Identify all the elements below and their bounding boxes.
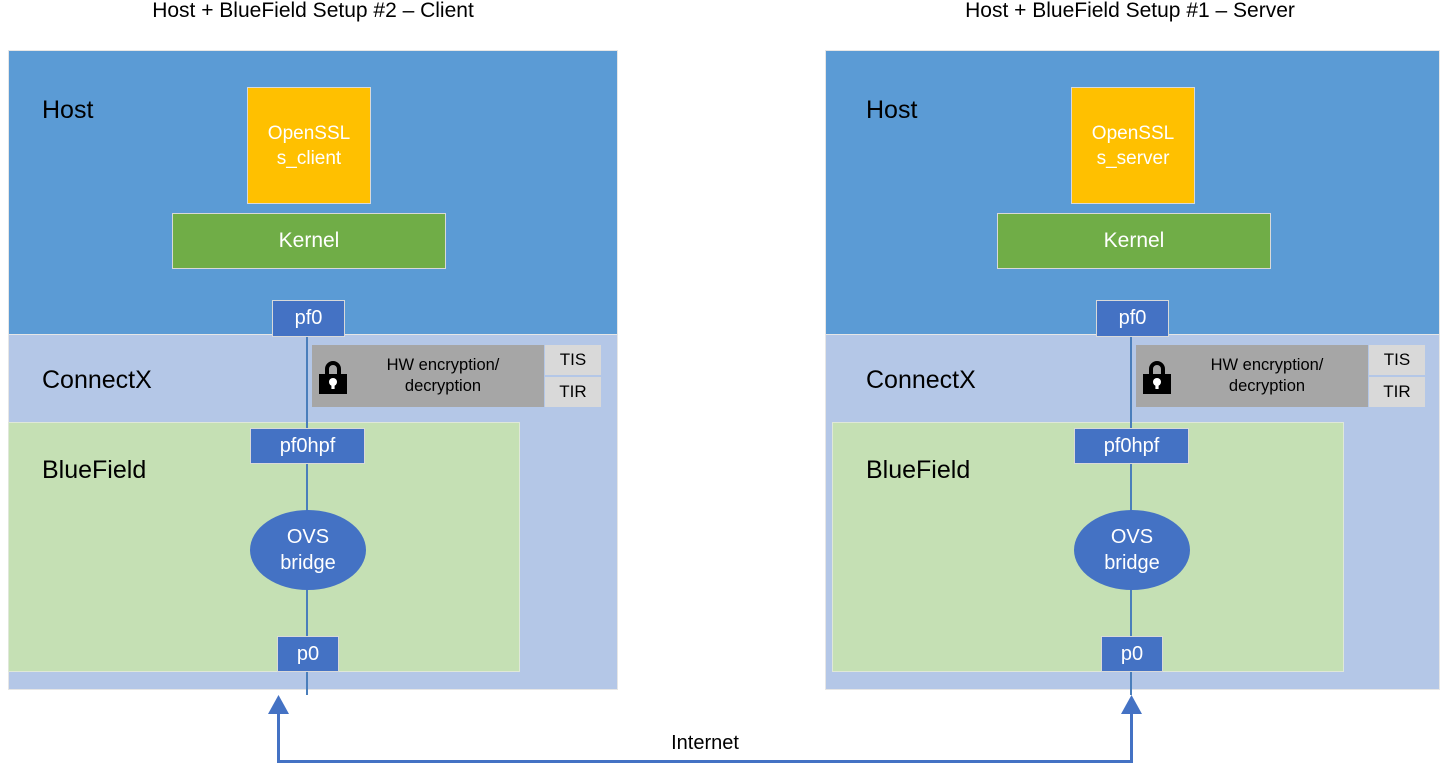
internet-label: Internet [671,732,739,754]
port-pf0-server: pf0 [1096,300,1169,337]
panel-title-server: Host + BlueField Setup #1 – Server [965,0,1295,22]
hw-crypto-line-1: HW encryption/ [1210,356,1324,374]
hw-crypto-line-2: decryption [404,377,482,395]
panel-title-client: Host + BlueField Setup #2 – Client [152,0,474,22]
connector-p0-to-internet-server [1130,665,1132,695]
internet-arrowhead-right [1121,695,1142,714]
hw-crypto-text: HW encryption/ decryption [312,355,544,397]
kernel-box-client: Kernel [172,213,446,269]
queue-tir-server: TIR [1369,377,1425,407]
bluefield-label-server: BlueField [866,456,971,484]
ovs-bridge-server: OVS bridge [1074,510,1190,590]
openssl-line-1: OpenSSL [1091,122,1175,144]
connector-pf0-to-pf0hpf-client [306,312,308,437]
internet-riser-right [1130,707,1133,762]
openssl-line-1: OpenSSL [267,122,351,144]
ovs-line-1: OVS [1110,526,1154,548]
host-label-server: Host [866,96,918,124]
hw-crypto-box-server: HW encryption/ decryption [1136,345,1368,407]
internet-arrowhead-left [268,695,289,714]
hw-crypto-line-1: HW encryption/ [386,356,500,374]
connector-p0-to-internet-client [306,665,308,695]
internet-riser-left [277,707,280,762]
hw-crypto-text: HW encryption/ decryption [1136,355,1368,397]
ovs-bridge-client: OVS bridge [250,510,366,590]
port-pf0hpf-client: pf0hpf [250,428,365,464]
connector-pf0-to-pf0hpf-server [1130,312,1132,437]
queue-tir-client: TIR [545,377,601,407]
connector-pf0hpf-to-ovs-client [306,460,308,520]
openssl-box-client: OpenSSL s_client [247,87,371,204]
internet-bus-line [277,760,1133,763]
kernel-box-server: Kernel [997,213,1271,269]
lock-icon [316,356,350,396]
connectx-label-client: ConnectX [42,366,152,394]
openssl-box-server: OpenSSL s_server [1071,87,1195,204]
connector-pf0hpf-to-ovs-server [1130,460,1132,520]
openssl-line-2: s_client [276,147,342,169]
connector-ovs-to-p0-server [1130,575,1132,640]
connector-ovs-to-p0-client [306,575,308,640]
queue-tis-client: TIS [545,345,601,375]
lock-icon [1140,356,1174,396]
queue-tis-server: TIS [1369,345,1425,375]
port-p0-client: p0 [277,636,339,672]
port-pf0-client: pf0 [272,300,345,337]
connectx-label-server: ConnectX [866,366,976,394]
host-label-client: Host [42,96,94,124]
bluefield-label-client: BlueField [42,456,147,484]
ovs-line-2: bridge [1104,552,1160,574]
ovs-line-1: OVS [286,526,330,548]
port-p0-server: p0 [1101,636,1163,672]
port-pf0hpf-server: pf0hpf [1074,428,1189,464]
openssl-line-2: s_server [1096,147,1170,169]
hw-crypto-box-client: HW encryption/ decryption [312,345,544,407]
hw-crypto-line-2: decryption [1228,377,1306,395]
ovs-line-2: bridge [280,552,336,574]
